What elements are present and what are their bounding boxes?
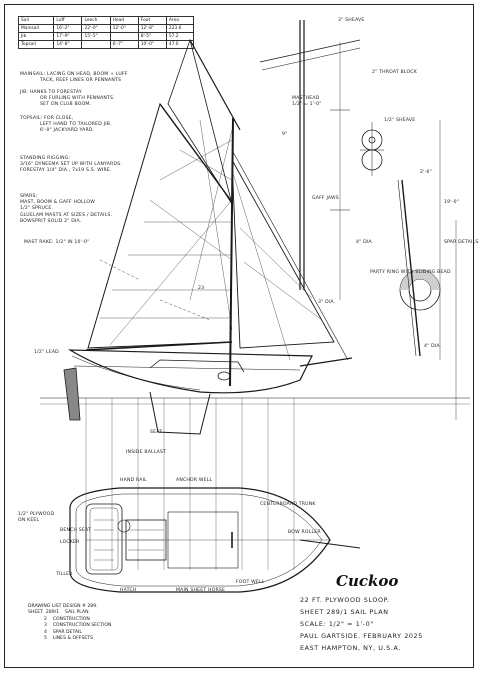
porthole <box>217 371 231 381</box>
title-line-2: SHEET 289/1 SAIL PLAN <box>300 608 389 616</box>
table-cell: Topsail <box>17 40 55 49</box>
drawing-list-title: DRAWING LIST DESIGN # 289. <box>28 604 98 609</box>
label-lower-dia: 3" DIA. <box>318 300 336 305</box>
note-line: TOPSAIL: FOR CLOSE, <box>20 116 74 121</box>
note-mast-rake: MAST RAKE: 1/2" IN 10'-0" <box>24 240 90 245</box>
label-throat-block: 2" THROAT BLOCK <box>372 70 417 75</box>
note-line: GLUELAM MASTS AT SIZES / DETAILS. <box>20 212 113 218</box>
label-mast-length: 19'-0" <box>444 200 460 205</box>
sheet-border <box>4 4 474 668</box>
label-top-sheave: 3" SHEAVE <box>338 18 365 23</box>
note-line: 6'-0" JACKYARD YARD. <box>40 128 95 134</box>
label-sail-number: 23 <box>198 286 205 291</box>
masthead-crosstree <box>259 39 361 63</box>
station-lines <box>85 398 295 570</box>
list-item: 2 CONSTRUCTION <box>28 616 90 622</box>
topsail <box>167 38 233 205</box>
forestay <box>231 149 349 361</box>
hatch-circle <box>117 519 131 533</box>
jib <box>231 159 335 349</box>
masthead-crosstree-lower <box>261 47 361 71</box>
deck-planking <box>94 519 164 561</box>
label-dimension-b: 2'-6" <box>420 170 432 175</box>
title-line-1: 22 FT. PLYWOOD SLOOP. <box>300 596 390 604</box>
label-bow-roller: BOW ROLLER <box>288 530 321 535</box>
label-ring: PARTY RING WITH SLIDING BEAD <box>370 270 451 275</box>
note-jib: JIB: HANKS TO FORESTAY OR FURLING WITH P… <box>20 90 115 109</box>
note-line: JIB: HANKS TO FORESTAY <box>20 90 82 95</box>
sheer-line <box>71 355 201 391</box>
note-mainsail: MAINSAIL: LACING ON HEAD, BOOM + LUFF TA… <box>20 72 128 84</box>
label-foot-well: FOOT WELL <box>236 580 265 585</box>
cockpit-seat <box>89 507 119 571</box>
label-tiller: TILLER <box>56 572 73 577</box>
note-line: LEFT HAND TO TAILORED JIB. <box>40 122 112 128</box>
keel <box>149 391 211 435</box>
topsail-yard <box>189 39 241 131</box>
label-hand-rail: HAND RAIL <box>120 478 147 483</box>
label-ballast: INSIDE BALLAST <box>126 450 167 455</box>
topmast-spar-edge <box>397 179 417 357</box>
note-line: MAINSAIL: LACING ON HEAD, BOOM + LUFF <box>20 72 128 77</box>
label-bench: BENCH SEAT <box>60 528 92 533</box>
note-line: STANDING RIGGING: <box>20 156 71 161</box>
label-hatch: HATCH <box>120 588 137 593</box>
label-masthead: MASTHEAD 1/2" = 1'-0" <box>292 96 322 108</box>
sail-spec-table: Sail Luff Leech Head Foot Area Mainsail … <box>17 16 195 49</box>
table-row: Mainsail 16'-2" 22'-0" 12'-0" 12'-8" 223… <box>17 24 195 33</box>
label-anchor-well: ANCHOR WELL <box>176 478 213 483</box>
note-line: 1/2" SPRUCE. <box>20 206 54 212</box>
drawing-list: DRAWING LIST DESIGN # 289. SHEET 289/1 S… <box>28 604 111 642</box>
cockpit <box>85 503 123 575</box>
bowsprit-plan <box>299 539 361 549</box>
note-line: OR FURLING WITH PENNANTS. <box>40 96 115 102</box>
note-line: 3/16" DYNEEMA SET UP WITH LANYARDS. <box>20 162 123 168</box>
label-heel-dia: 4" DIA. <box>424 344 442 349</box>
label-seat: SEAT <box>150 430 163 435</box>
label-centerboard: CENTERBOARD TRUNK <box>260 502 316 507</box>
note-topsail: TOPSAIL: FOR CLOSE, LEFT HAND TO TAILORE… <box>20 116 112 135</box>
label-sheet-horse: MAIN SHEET HORSE <box>176 588 226 593</box>
cabin-trunk <box>149 359 245 373</box>
label-mast-dia: 4" DIA. <box>356 240 374 245</box>
label-line: 1/2" = 1'-0" <box>292 102 322 108</box>
boat-name: Cuckoo <box>336 572 399 590</box>
list-item: SHEET 289/1 SAIL PLAN <box>28 610 89 616</box>
label-line: MASTHEAD <box>292 96 320 101</box>
running-rigging <box>109 119 291 361</box>
note-line: SET ON CLUB BOOM. <box>40 102 92 108</box>
dimension-lines <box>99 259 211 321</box>
label-dimension-a: 9" <box>282 132 288 137</box>
label-sheave: 1/2" SHEAVE <box>384 118 416 123</box>
topmast-spar <box>401 179 421 357</box>
note-standing-rigging: STANDING RIGGING: 3/16" DYNEEMA SET UP W… <box>20 156 122 175</box>
note-line: SPARS: <box>20 194 38 199</box>
note-line: MAST, BOOM & GAFF HOLLOW <box>20 200 95 206</box>
label-lead: 1/2" LEAD <box>34 350 59 355</box>
label-gaff-jaws: GAFF JAWS <box>312 196 339 201</box>
mainsail <box>87 102 233 349</box>
title-line-3: SCALE: 1/2" = 1'-0" <box>300 620 374 628</box>
note-line: FORESTAY 1/4" DIA., 7x19 S.S. WIRE. <box>20 168 112 174</box>
rudder <box>63 367 81 421</box>
list-item: 4 SPAR DETAIL <box>28 629 82 635</box>
label-spar-detail: SPAR DETAILS <box>444 240 479 245</box>
label-locker: LOCKER <box>60 540 80 545</box>
list-item: 5 LINES & OFFSETS <box>28 636 93 642</box>
label-keel-note: 1/2" PLYWOOD ON KEEL <box>18 512 55 524</box>
note-spars: SPARS: MAST, BOOM & GAFF HOLLOW 1/2" SPR… <box>20 194 112 225</box>
bowsprit <box>299 357 353 367</box>
title-line-5: EAST HAMPTON, NY, U.S.A. <box>300 644 401 652</box>
hull-profile <box>67 349 313 394</box>
note-line: TACK, REEF LINES OR PENNANTS <box>40 78 122 84</box>
list-item: 3 CONSTRUCTION SECTION <box>28 623 112 629</box>
title-line-4: PAUL GARTSIDE. FEBRUARY 2025 <box>300 632 423 640</box>
note-line: BOWSPRIT SOLID 2" DIA. <box>20 218 82 224</box>
table-row: Topsail 14'-8" 6'-7" 10'-0" 47.0 <box>17 40 195 49</box>
sail-seams <box>100 139 323 321</box>
rubrail <box>73 365 301 371</box>
ring-hatch <box>400 270 440 290</box>
